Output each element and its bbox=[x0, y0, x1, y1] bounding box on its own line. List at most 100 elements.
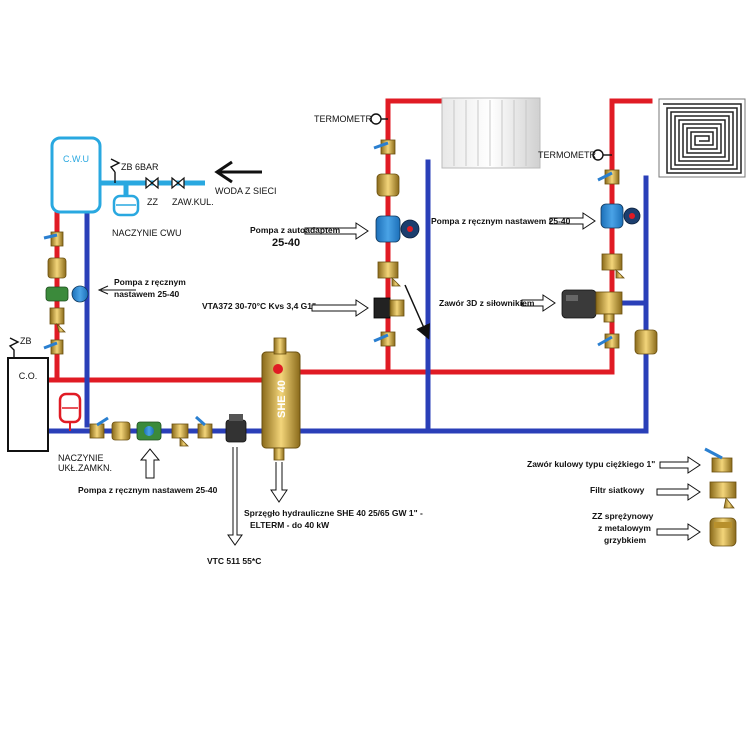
safety-valve-icon bbox=[109, 158, 121, 183]
pompa-cwu-label-1: Pompa z ręcznym bbox=[114, 277, 186, 287]
ball-valve-cwu-bottom bbox=[43, 339, 64, 355]
zb-6bar-label: ZB 6BAR bbox=[121, 162, 159, 172]
naczynie-label-2: UKŁ.ZAMKN. bbox=[58, 463, 112, 473]
sprzeglo-label-2: ELTERM - do 40 kW bbox=[250, 520, 330, 530]
coupler-drain bbox=[273, 447, 285, 461]
expansion-vessel-cwu: NACZYNIE CWU bbox=[112, 194, 182, 238]
zaw-kul-label: ZAW.KUL. bbox=[172, 197, 214, 207]
thermostatic-valve-vtc bbox=[225, 414, 247, 443]
pump-auto-pointer-arrow bbox=[304, 222, 369, 240]
cwu-tank-body bbox=[50, 136, 102, 214]
check-valve-icon bbox=[145, 176, 159, 190]
check-valve-rad bbox=[376, 173, 400, 197]
ball-valve-cwu-top bbox=[43, 231, 64, 247]
filter-cwu bbox=[49, 307, 66, 333]
pump-floor-pointer-arrow bbox=[549, 212, 596, 230]
naczynie-cwu-label: NACZYNIE CWU bbox=[112, 228, 182, 238]
three-way-valve-actuator bbox=[561, 289, 623, 323]
vta-label: VTA372 30-70°C Kvs 3,4 G1" bbox=[202, 301, 316, 311]
return-line-fittings: Pompa z ręcznym nastawem 25-40 VTC 511 5… bbox=[78, 414, 261, 566]
pump-floor bbox=[600, 203, 641, 229]
floor-coil-icon bbox=[663, 103, 742, 174]
legend: Zawór kulowy typu ciężkiego 1" Filtr sia… bbox=[527, 447, 737, 547]
zz-label: ZZ bbox=[147, 197, 158, 207]
ball-valve-rad-top bbox=[373, 139, 396, 155]
cwu-tank: C.W.U bbox=[50, 136, 102, 214]
floor-heating-coil bbox=[658, 98, 746, 178]
radiator bbox=[441, 97, 541, 169]
vtc-pointer-arrow bbox=[227, 447, 243, 546]
legend-zz-label-1: ZZ sprężynowy bbox=[592, 511, 654, 521]
pompa-bottom-label: Pompa z ręcznym nastawem 25-40 bbox=[78, 485, 218, 495]
hot-pipe-radiator-riser bbox=[385, 98, 443, 375]
water-inlet-arrow bbox=[214, 160, 262, 184]
pompa-auto-label-1: Pompa z autoadaptem bbox=[250, 225, 341, 235]
sprzeglo-label-1: Sprzęgło hydrauliczne SHE 40 25/65 GW 1"… bbox=[244, 508, 423, 518]
legend-filter-icon bbox=[709, 481, 737, 499]
filter-rad bbox=[377, 261, 401, 287]
legend-zz-label-2: z metalowym bbox=[598, 523, 651, 533]
ball-valve-floor-top bbox=[597, 169, 620, 185]
radiator-circuit-fittings: TERMOMETR Pompa z autoadaptem 25-40 bbox=[202, 113, 431, 347]
vtc-label: VTC 511 55*C bbox=[207, 556, 261, 566]
pump-autoadapt bbox=[375, 215, 420, 243]
floor-circuit-fittings: TERMOMETR Pompa z ręcznym nastawem 25-40 bbox=[431, 149, 658, 355]
coupler-logo bbox=[273, 364, 283, 374]
boiler-safety-valve-icon bbox=[8, 337, 20, 358]
filter-floor bbox=[601, 253, 625, 279]
legend-filter: Filtr siatkowy bbox=[590, 481, 737, 509]
zawor-3d-label: Zawór 3D z siłownikiem bbox=[439, 298, 535, 308]
water-line-valves: ZZ ZAW.KUL. bbox=[145, 176, 214, 207]
thermometer-floor: TERMOMETR bbox=[538, 149, 612, 161]
ball-valve-return-1 bbox=[89, 416, 109, 439]
she-text: SHE 40 bbox=[276, 380, 288, 418]
pump-cwu bbox=[45, 285, 89, 303]
hot-pipe-floor-riser bbox=[609, 98, 653, 375]
thermometer-icon bbox=[370, 113, 382, 125]
water-inlet: WODA Z SIECI bbox=[214, 160, 277, 196]
zb-label: ZB bbox=[20, 336, 32, 346]
coupler-pointer-arrow bbox=[270, 462, 288, 503]
pump-cwu-pointer-arrow bbox=[97, 285, 136, 295]
legend-kulowy-arrow bbox=[659, 456, 701, 474]
radiator-body bbox=[441, 97, 541, 169]
mixing-line-arrow bbox=[404, 284, 431, 340]
naczynie-label-1: NACZYNIE bbox=[58, 453, 104, 463]
actuator-body bbox=[561, 289, 597, 319]
hot-pipes bbox=[45, 98, 653, 383]
legend-filtr-arrow bbox=[656, 483, 701, 501]
cwu-tank-label: C.W.U bbox=[63, 154, 89, 164]
pompa-cwu-label-2: nastawem 25-40 bbox=[114, 289, 179, 299]
cwu-circuit-fittings: Pompa z ręcznym nastawem 25-40 bbox=[43, 231, 186, 355]
boiler-body bbox=[7, 357, 49, 452]
legend-ball-valve: Zawór kulowy typu ciężkiego 1" bbox=[527, 447, 733, 474]
check-valve-cwu bbox=[47, 257, 67, 279]
coupler-top-vent bbox=[273, 337, 287, 355]
ball-valve-return-2 bbox=[195, 415, 213, 439]
legend-zz-arrow bbox=[656, 523, 701, 541]
woda-z-sieci-label: WODA Z SIECI bbox=[215, 186, 277, 196]
hydraulic-coupler: SHE 40 Sprzęgło hydrauliczne SHE 40 25/6… bbox=[244, 337, 423, 530]
legend-ball-valve-icon bbox=[711, 457, 733, 473]
pipe-network bbox=[45, 98, 653, 434]
mixing-valve-vta bbox=[373, 297, 405, 319]
pompa-right-label: Pompa z ręcznym nastawem 25-40 bbox=[431, 216, 571, 226]
vta-pointer-arrow bbox=[311, 299, 369, 317]
ball-valve-icon bbox=[171, 176, 185, 190]
check-valve-floor bbox=[634, 329, 658, 355]
pump-return bbox=[136, 421, 162, 441]
zawor-3d-pointer-arrow bbox=[521, 294, 556, 312]
ball-valve-floor-bottom bbox=[597, 333, 620, 349]
legend-zz-label-3: grzybkiem bbox=[604, 535, 646, 545]
pompa-auto-label-2: 25-40 bbox=[272, 237, 300, 249]
ball-valve-rad-bottom bbox=[373, 331, 396, 347]
termometr-label-2: TERMOMETR bbox=[538, 150, 596, 160]
legend-filtr-label: Filtr siatkowy bbox=[590, 485, 645, 495]
legend-check-valve: ZZ sprężynowy z metalowym grzybkiem bbox=[592, 511, 737, 547]
boiler-co: C.O. ZB bbox=[7, 336, 49, 452]
check-valve-return bbox=[111, 421, 131, 441]
water-pipes bbox=[100, 180, 205, 195]
expansion-vessel-closed: NACZYNIE UKŁ.ZAMKN. bbox=[58, 392, 112, 473]
safety-valve-6bar: ZB 6BAR bbox=[109, 158, 159, 183]
